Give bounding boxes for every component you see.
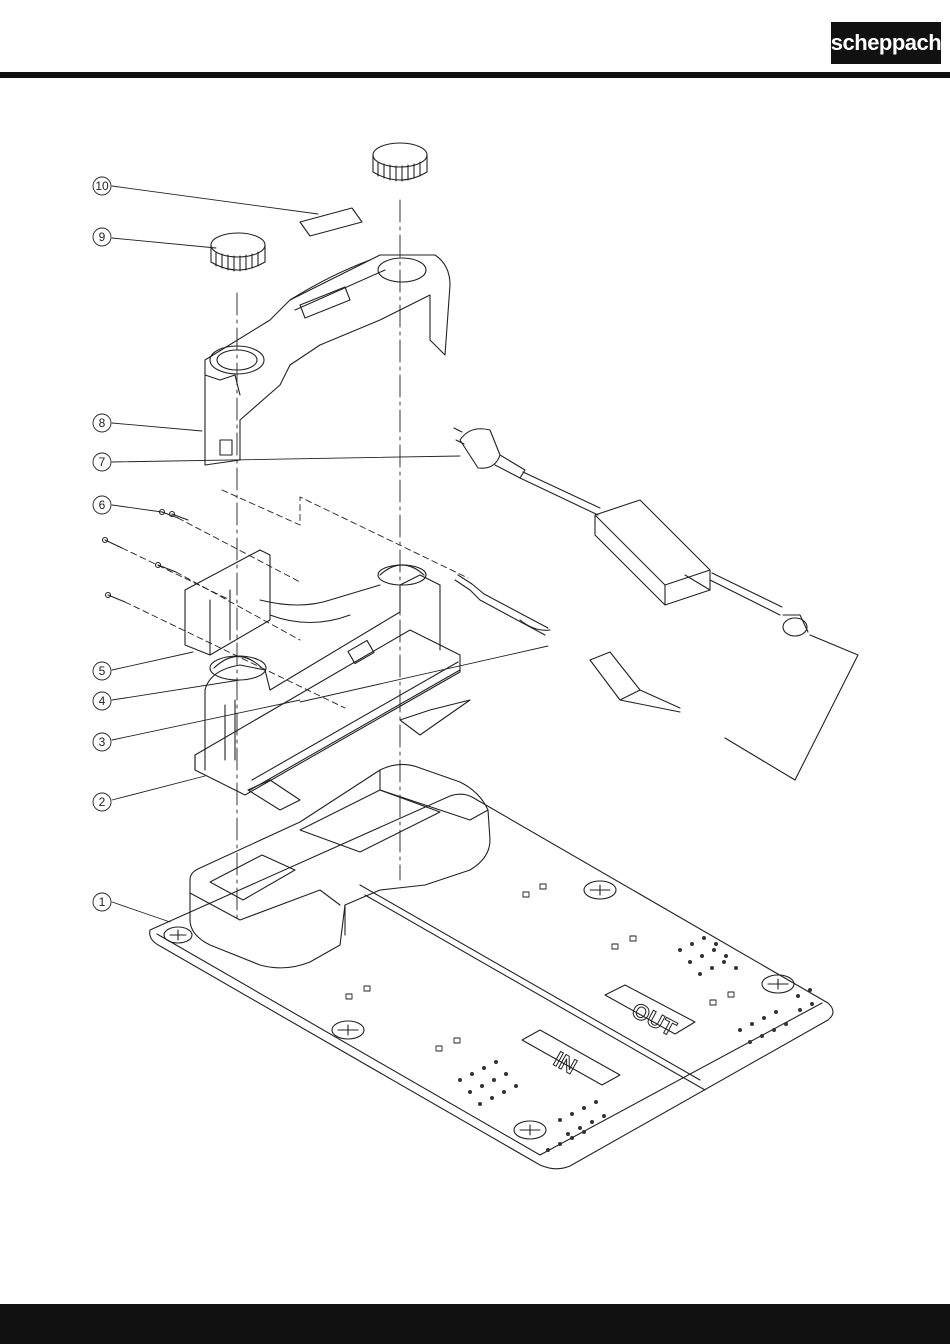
callouts: 1 2 3 4 5 6 7 8 9 10 (93, 177, 111, 911)
svg-text:8: 8 (99, 416, 106, 430)
callout-2: 2 (93, 793, 111, 811)
part-label-plate (300, 208, 362, 236)
callout-6: 6 (93, 496, 111, 514)
svg-text:5: 5 (99, 664, 106, 678)
screw-marks (164, 881, 794, 1139)
callout-3: 3 (93, 733, 111, 751)
part-base-plate (150, 764, 833, 1168)
callout-7: 7 (93, 453, 111, 471)
leader-lines (112, 186, 548, 922)
callout-1: 1 (93, 893, 111, 911)
callout-5: 5 (93, 662, 111, 680)
svg-text:10: 10 (95, 179, 109, 193)
callout-10: 10 (93, 177, 111, 195)
svg-text:3: 3 (99, 735, 106, 749)
part-screws (103, 510, 189, 603)
part-knob-left (211, 233, 265, 271)
svg-text:4: 4 (99, 694, 106, 708)
svg-text:2: 2 (99, 795, 106, 809)
panel-out-label: OUT (628, 997, 681, 1041)
svg-text:6: 6 (99, 498, 106, 512)
callout-8: 8 (93, 414, 111, 432)
part-station-body (195, 575, 470, 810)
part-knob-right (373, 143, 427, 181)
part-top-cover (205, 255, 450, 465)
panel-in-label: IN (550, 1047, 581, 1080)
svg-text:7: 7 (99, 455, 106, 469)
callout-9: 9 (93, 228, 111, 246)
svg-text:9: 9 (99, 230, 106, 244)
callout-4: 4 (93, 692, 111, 710)
assembly-axes (237, 200, 400, 920)
perforation-pattern (458, 936, 814, 1152)
part-power-supply (454, 428, 858, 780)
part-bracket (185, 550, 426, 680)
svg-text:1: 1 (99, 895, 106, 909)
